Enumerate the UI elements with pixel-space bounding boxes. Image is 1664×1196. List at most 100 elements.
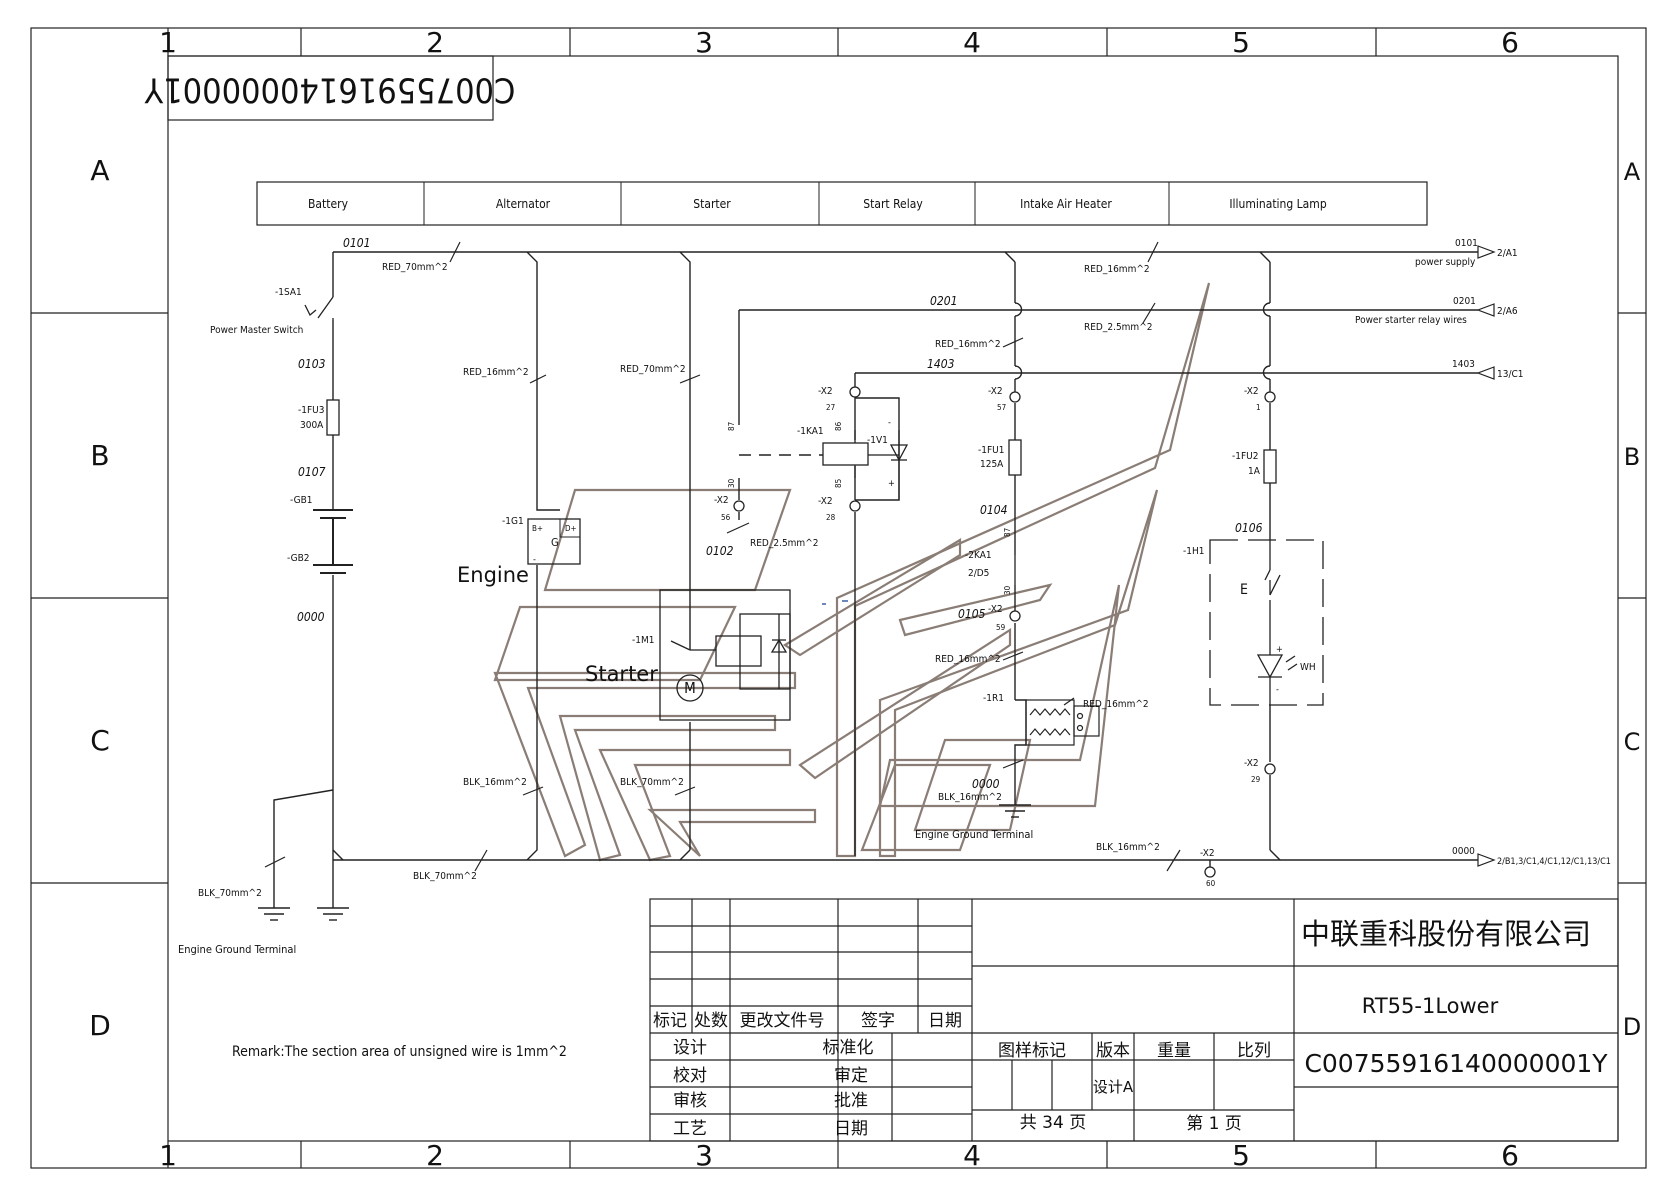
label-1ka1: -1KA1 [797, 426, 824, 437]
alt-dplus: D+ [565, 524, 577, 533]
label-standardize: 标准化 [823, 1038, 874, 1058]
pin-87: 87 [727, 422, 736, 431]
right-wire-numbers: 0101 0201 1403 0000 [1452, 238, 1478, 857]
svg-text:-: - [888, 418, 891, 428]
cable-red70-top: RED_70mm^2 [382, 262, 448, 273]
cable-blk70-left: BLK_70mm^2 [198, 888, 262, 899]
alt-g: G [551, 536, 559, 549]
power-supply-label: power supply [1415, 257, 1476, 268]
row-label-right: B [1624, 443, 1640, 471]
title-block [649, 898, 1619, 1142]
wire-0106: 0106 [1235, 521, 1263, 535]
label-gb2: -GB2 [287, 553, 309, 564]
cable-red16-heat2: RED_16mm^2 [1083, 699, 1149, 710]
terminal-num-59: 59 [996, 623, 1006, 632]
offsheet-arrows [1476, 245, 1496, 867]
label-approve: 批准 [834, 1091, 868, 1111]
alt-bplus: B+ [532, 524, 543, 533]
col-label-bottom: 6 [1501, 1139, 1519, 1172]
cable-blk16-heat: BLK_16mm^2 [938, 792, 1002, 803]
col-label-top: 3 [695, 26, 713, 59]
lamp-symbol [1209, 539, 1324, 706]
terminal-x2-56: -X2 [714, 495, 729, 506]
label-1fu3-rating: 300A [300, 420, 324, 431]
component-labels: -1SA1 Power Master Switch -1FU3 300A -GB… [210, 287, 1261, 704]
power-master-switch-symbol [304, 296, 334, 320]
wire-1403-right: 1403 [1452, 359, 1475, 370]
label-version: 版本 [1096, 1041, 1130, 1061]
label-weight: 重量 [1157, 1041, 1191, 1061]
fuse-1fu2-symbol [1263, 449, 1277, 484]
starter-relay-wires-label: Power starter relay wires [1355, 315, 1467, 326]
label-1sa1: -1SA1 [275, 287, 302, 298]
terminal-x2-59: -X2 [988, 604, 1003, 615]
header-intake-air-heater: Intake Air Heater [1020, 197, 1112, 211]
wire-0201: 0201 [930, 294, 957, 308]
terminal-num-29: 29 [1251, 775, 1261, 784]
lamp-wh-label: WH [1300, 662, 1316, 673]
company-name: 中联重科股份有限公司 [1301, 917, 1591, 951]
starter-relay-ref: 2/A6 [1497, 306, 1518, 317]
row-label-left: D [89, 1009, 111, 1042]
col-label-bottom: 5 [1232, 1139, 1250, 1172]
wire-0101-right: 0101 [1455, 238, 1478, 249]
alternator-symbol: B+ D+ G - [527, 518, 581, 565]
drawing-number: C00755916140000001Y [1304, 1049, 1608, 1078]
rev-header-count: 处数 [694, 1011, 728, 1031]
engine-ground-left: Engine Ground Terminal [178, 943, 296, 956]
col-label-top: 2 [426, 26, 444, 59]
offsheet-refs: power supply 2/A1 Power starter relay wi… [1355, 248, 1611, 867]
label-1m1: -1M1 [632, 635, 654, 646]
engine-outline-sketch [493, 282, 1211, 862]
rev-header-sign: 签字 [861, 1011, 895, 1031]
cable-blk70-bottom: BLK_70mm^2 [413, 871, 477, 882]
header-alternator: Alternator [496, 197, 551, 211]
cable-red16-top: RED_16mm^2 [1084, 264, 1150, 275]
wire-0101: 0101 [343, 236, 370, 250]
cable-red25-top: RED_2.5mm^2 [1084, 322, 1152, 333]
terminal-x2-57: -X2 [988, 386, 1003, 397]
label-power-master-switch: Power Master Switch [210, 325, 303, 336]
row-label-left: A [90, 154, 109, 187]
rev-header-doc: 更改文件号 [740, 1011, 825, 1031]
terminal-num-28: 28 [826, 513, 836, 522]
label-gb1: -GB1 [290, 495, 312, 506]
col-label-top: 4 [963, 26, 981, 59]
terminal-x2-1: -X2 [1244, 386, 1259, 397]
terminal-x2-27: -X2 [818, 386, 833, 397]
motor-m-icon: M [684, 679, 696, 697]
col-label-top: 1 [159, 26, 177, 59]
wire-0000-left: 0000 [297, 610, 325, 624]
diode-polarity: -+ [888, 418, 895, 489]
start-relay-symbol [822, 430, 909, 500]
cable-slashes [264, 241, 1181, 872]
col-label-top: 5 [1232, 26, 1250, 59]
svg-text:-: - [1276, 685, 1279, 695]
page-number: 第 1 页 [1186, 1114, 1242, 1134]
alt-minus: - [533, 555, 536, 565]
terminal-num-60: 60 [1206, 879, 1216, 888]
terminal-num-1: 1 [1256, 403, 1261, 412]
label-date: 日期 [834, 1119, 868, 1139]
wire-numbers: 0101 0103 0107 0000 0201 1403 0104 0105 … [297, 236, 1263, 791]
pin-87b: 87 [1003, 528, 1012, 537]
pin-30: 30 [727, 478, 736, 488]
cable-red16-gen: RED_16mm^2 [463, 367, 529, 378]
wire-0103: 0103 [298, 357, 326, 371]
label-sample-mark: 图样标记 [998, 1041, 1066, 1061]
terminal-labels: -X2 27 -X2 28 -X2 56 -X2 57 -X2 59 -X2 1… [714, 386, 1261, 888]
col-label-bottom: 4 [963, 1139, 981, 1172]
lamp-e-label: E [1240, 582, 1248, 598]
drawing-name: RT55-1Lower [1362, 994, 1499, 1018]
svg-text:+: + [888, 479, 895, 489]
remark: Remark:The section area of unsigned wire… [232, 1044, 567, 1060]
battery-symbol [313, 509, 353, 574]
rev-header-mark: 标记 [653, 1011, 687, 1031]
col-label-top: 6 [1501, 26, 1519, 59]
label-1r1: -1R1 [983, 693, 1004, 704]
rotated-id-box [167, 55, 494, 121]
pin-30b: 30 [1003, 585, 1012, 595]
label-1fu1: -1FU1 [978, 445, 1004, 456]
pin-85: 85 [834, 479, 843, 488]
grid-labels: 1 2 3 4 5 6 1 2 3 4 5 6 A B C D A B C D [89, 26, 1641, 1172]
